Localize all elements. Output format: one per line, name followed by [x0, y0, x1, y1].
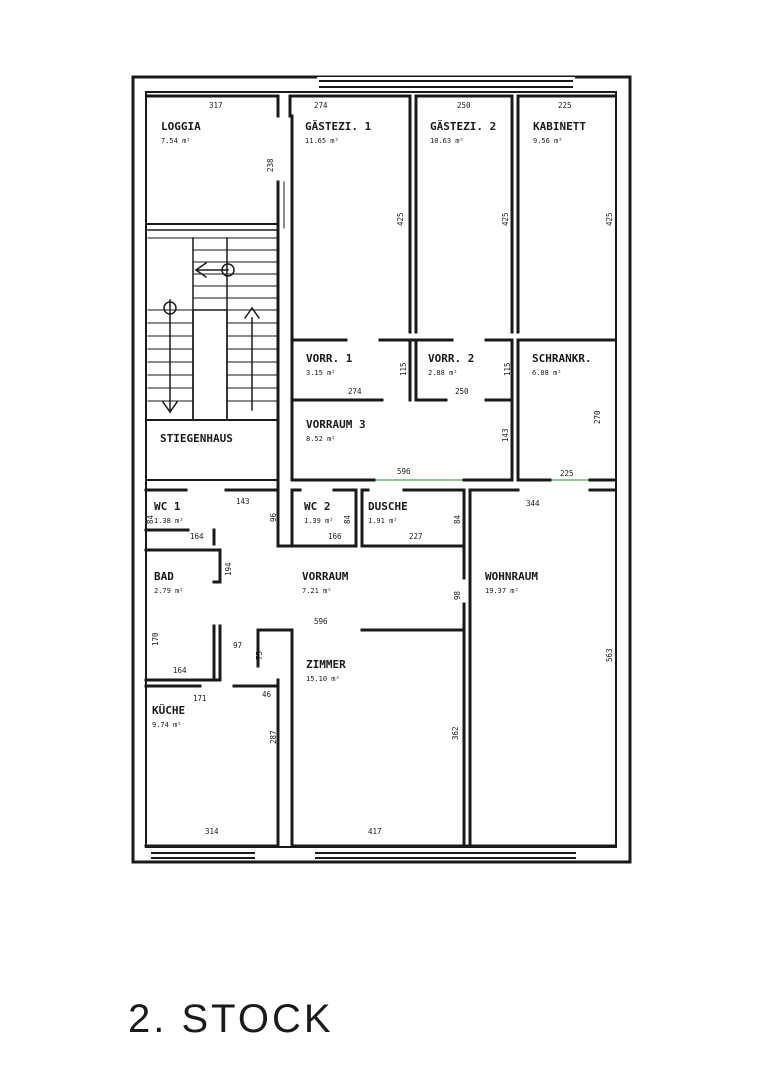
dimension-gz2_h: 425 [501, 212, 510, 226]
dimension-dusche_h: 84 [453, 514, 462, 524]
dimension-vorraum_w: 596 [314, 617, 328, 626]
dimension-wc2_h: 84 [343, 514, 352, 524]
outer-wall [131, 75, 632, 864]
dimension-wc2_w: 166 [328, 532, 342, 541]
dimension-vorr2_w: 250 [455, 387, 469, 396]
room-name-vorr-1: VORR. 1 [306, 352, 353, 365]
dimension-loggia_w: 317 [209, 101, 223, 110]
room-name-loggia: LOGGIA [161, 120, 201, 133]
windows [151, 77, 576, 859]
dimension-vorraum3_w: 596 [397, 467, 411, 476]
room-name-vorraum: VORRAUM [302, 570, 349, 583]
dimension-wc1_h: 84 [146, 514, 155, 524]
dimension-bad_w: 164 [173, 666, 187, 675]
middle-walls [144, 478, 616, 848]
room-name-schrankr: SCHRANKR. [532, 352, 592, 365]
dimension-bad_side: 170 [151, 632, 160, 646]
room-area-wohnraum: 19.37 m² [485, 587, 519, 595]
dimension-wohn_h: 563 [605, 648, 614, 662]
dimension-vorraum_wall: 96 [269, 512, 278, 522]
stair-block [146, 94, 293, 482]
room-name-gaestezi-2: GÄSTEZI. 2 [430, 119, 496, 133]
dimension-wohn_top: 344 [526, 499, 540, 508]
dimension-kab_w: 225 [558, 101, 572, 110]
dimension-door_97: 97 [233, 641, 242, 650]
room-area-loggia: 7.54 m² [161, 137, 191, 145]
room-area-schrankr: 6.08 m² [532, 369, 562, 377]
dimension-wall_46: 46 [262, 690, 272, 699]
room-name-kabinett: KABINETT [533, 120, 586, 133]
room-name-dusche: DUSCHE [368, 500, 408, 513]
room-area-kabinett: 9.56 m² [533, 137, 563, 145]
dimension-dusche_w: 227 [409, 532, 423, 541]
floor-title: 2. STOCK [128, 997, 334, 1041]
inner-outer-wall [145, 91, 617, 848]
dimension-wc1_top: 143 [236, 497, 250, 506]
room-area-vorraum-3: 8.52 m² [306, 435, 336, 443]
dimension-gz2_w: 250 [457, 101, 471, 110]
room-area-dusche: 1.91 m² [368, 517, 398, 525]
room-name-wc-1: WC 1 [154, 500, 181, 513]
dimension-schrank_h: 270 [593, 410, 602, 424]
dimension-gz1_w: 274 [314, 101, 328, 110]
room-name-gaestezi-1: GÄSTEZI. 1 [305, 119, 372, 133]
room-area-wc-1: 1.38 m² [154, 517, 184, 525]
dimension-vorr2_h: 115 [503, 362, 512, 376]
room-area-gaestezi-1: 11.65 m² [305, 137, 339, 145]
dimension-kueche_w: 314 [205, 827, 219, 836]
room-name-bad: BAD [154, 570, 174, 583]
dimension-bad_h: 194 [224, 562, 233, 576]
room-name-wohnraum: WOHNRAUM [485, 570, 538, 583]
room-area-bad: 2.79 m² [154, 587, 184, 595]
room-name-vorr-2: VORR. 2 [428, 352, 474, 365]
dimension-zimmer_h: 362 [451, 726, 460, 740]
dimension-kueche_h: 287 [269, 730, 278, 744]
dimension-wc1_w: 164 [190, 532, 204, 541]
room-name-kueche: KÜCHE [152, 703, 185, 717]
upper-walls [288, 94, 616, 482]
room-area-wc-2: 1.39 m² [304, 517, 334, 525]
room-area-gaestezi-2: 10.63 m² [430, 137, 464, 145]
dimension-loggia_h: 238 [266, 158, 275, 172]
dimension-kueche_top: 171 [193, 694, 207, 703]
room-name-zimmer: ZIMMER [306, 658, 346, 671]
dimension-wohn_wall: 98 [453, 590, 462, 600]
dimension-zimmer_w: 417 [368, 827, 382, 836]
dimension-gz1_h: 425 [396, 212, 405, 226]
room-area-vorraum: 7.21 m² [302, 587, 332, 595]
dimension-vorr1_h: 115 [399, 362, 408, 376]
room-area-vorr-1: 3.15 m² [306, 369, 336, 377]
room-area-kueche: 9.74 m² [152, 721, 182, 729]
dimension-wall_75: 75 [255, 651, 264, 660]
dimension-vorr1_w: 274 [348, 387, 362, 396]
room-area-zimmer: 15.10 m² [306, 675, 340, 683]
room-area-vorr-2: 2.88 m² [428, 369, 458, 377]
room-name-wc-2: WC 2 [304, 500, 331, 513]
dimension-schrank_w: 225 [560, 469, 574, 478]
dimension-vorraum3_h: 143 [501, 428, 510, 442]
dimension-kab_h: 425 [605, 212, 614, 226]
room-name-vorraum-3: VORRAUM 3 [306, 418, 366, 431]
room-name-stiegenhaus: STIEGENHAUS [160, 432, 233, 445]
